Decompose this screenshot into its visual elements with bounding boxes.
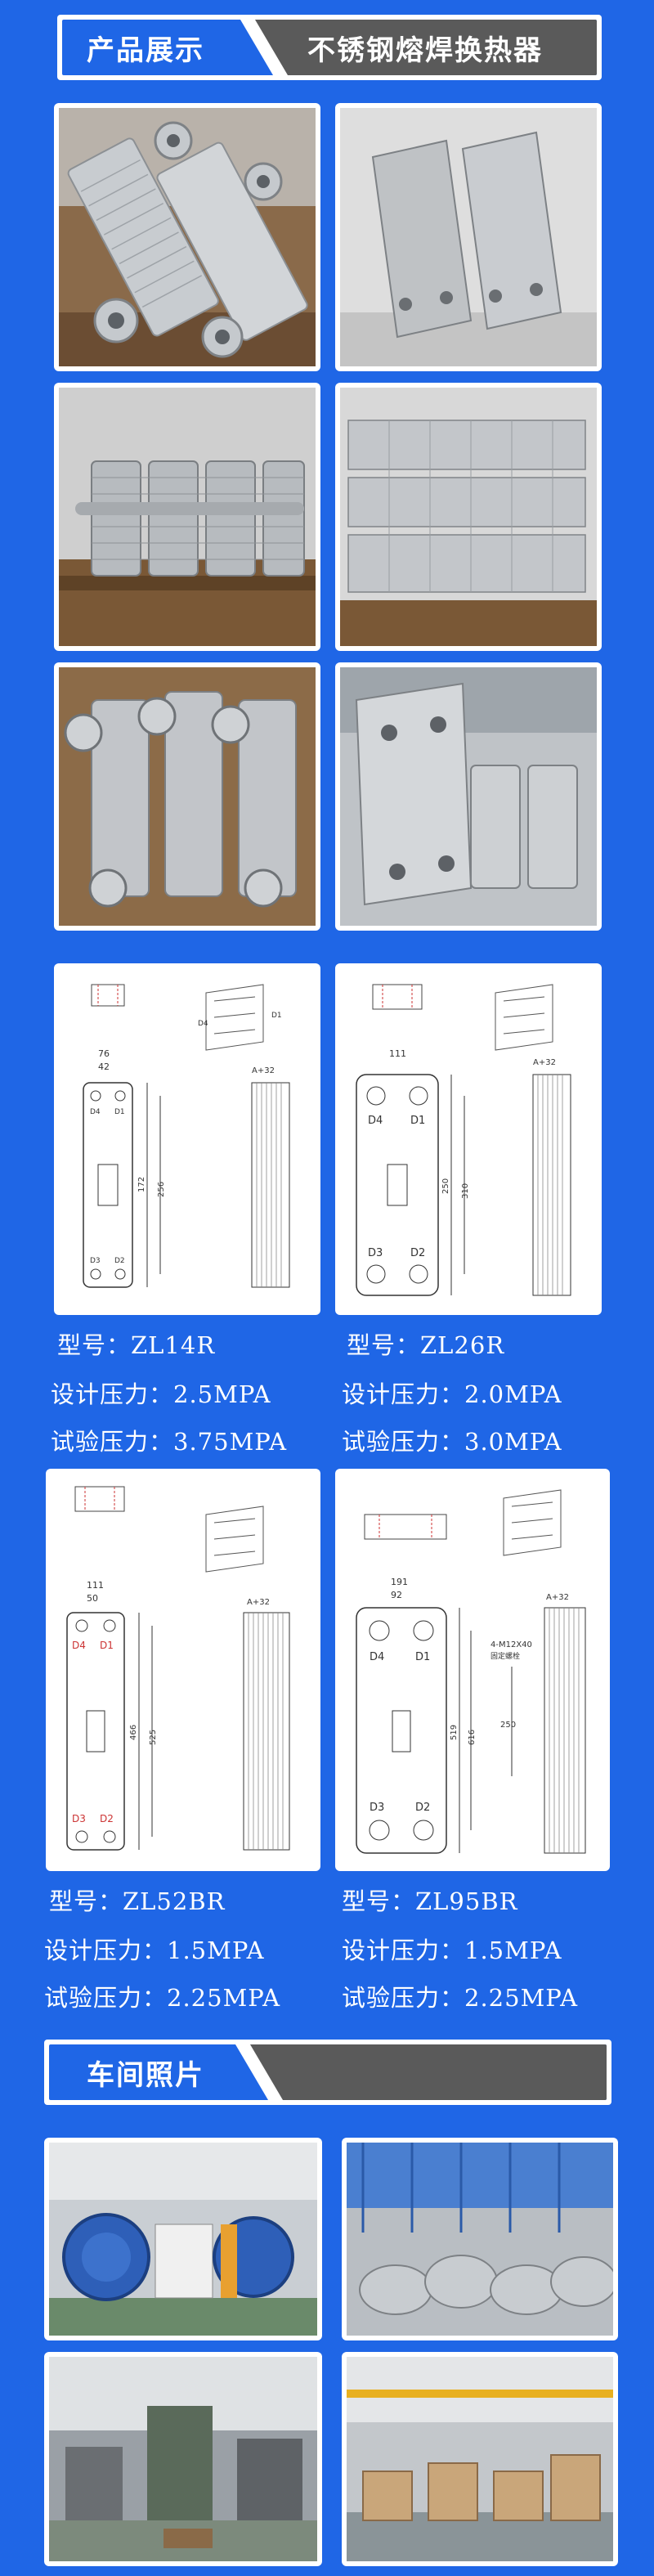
zl95br-bolt-note-2: 固定螺栓	[490, 1651, 520, 1661]
spec-label-design: 设计压力：	[342, 1936, 465, 1964]
zl26r-thickness: A+32	[533, 1058, 556, 1067]
zl14r-iso-port-d1: D1	[271, 1012, 282, 1020]
spec-label-design: 设计压力：	[342, 1380, 465, 1408]
spec-zl95br-test: 试验压力：2.25MPA	[342, 1979, 578, 2013]
zl14r-port-d3: D3	[90, 1257, 101, 1265]
zl14r-port-d2: D2	[114, 1257, 125, 1265]
spec-zl52br-design: 设计压力：1.5MPA	[44, 1932, 265, 1966]
spec-zl52br-test: 试验压力：2.25MPA	[44, 1979, 280, 2013]
spec-value-design: 1.5MPA	[167, 1936, 265, 1964]
zl95br-bolt-note: 4-M12X40	[490, 1640, 532, 1649]
spec-zl95br-model: 型号：ZL95BR	[342, 1883, 517, 1917]
zl52br-thickness: A+32	[247, 1598, 270, 1607]
zl14r-iso-port-d4: D4	[198, 1020, 208, 1028]
header-section-label: 产品展示	[87, 34, 204, 67]
drawing-zl52br: 111 50 D4 D1 D3 D2 466 525 A+32	[46, 1469, 320, 1871]
spec-value-design: 2.0MPA	[464, 1380, 562, 1408]
zl95br-port-spacing: 92	[391, 1590, 402, 1600]
zl95br-bolt-dim: 250	[500, 1721, 516, 1730]
zl52br-height-dim: 525	[149, 1730, 158, 1745]
spec-label-model: 型号：	[57, 1331, 132, 1359]
zl95br-port-d3: D3	[370, 1802, 384, 1814]
drawing-zl14r: D4 D1 76 42 D4 D1 D3 D2 172 256 A+32	[54, 963, 320, 1315]
zl26r-port-d2: D2	[410, 1247, 425, 1259]
spec-value-model: ZL26R	[420, 1331, 505, 1359]
zl14r-inner-dim: 172	[137, 1177, 146, 1192]
spec-zl26r-design: 设计压力：2.0MPA	[342, 1376, 562, 1410]
spec-label-design: 设计压力：	[44, 1936, 168, 1964]
spec-label-model: 型号：	[49, 1887, 123, 1915]
spec-label-test: 试验压力：	[342, 1428, 465, 1456]
zl26r-port-d1: D1	[410, 1115, 425, 1127]
spec-label-test: 试验压力：	[51, 1428, 174, 1456]
product-photo-plain-pair	[335, 103, 602, 371]
spec-label-model: 型号：	[347, 1331, 421, 1359]
zl14r-port-d1: D1	[114, 1108, 125, 1116]
workshop-photo-storage	[342, 2352, 618, 2566]
zl52br-port-d3: D3	[72, 1813, 86, 1824]
spec-label-design: 设计压力：	[51, 1380, 174, 1408]
zl14r-port-d4: D4	[90, 1108, 101, 1116]
drawing-zl95br: 191 92 D4 D1 D3 D2 519 616 4-M12X40 固定螺栓…	[335, 1469, 610, 1871]
zl14r-thickness: A+32	[252, 1066, 275, 1075]
zl26r-inner-dim: 250	[441, 1178, 450, 1194]
header-banner: 产品展示 不锈钢熔焊换热器	[57, 15, 602, 80]
product-photo-various	[335, 662, 602, 931]
zl95br-thickness: A+32	[546, 1593, 569, 1602]
zl26r-port-d4: D4	[368, 1115, 383, 1127]
product-photo-flanged-pair	[54, 103, 320, 371]
spec-value-test: 2.25MPA	[167, 1984, 281, 2012]
workshop-section-label: 车间照片	[87, 2058, 204, 2092]
zl52br-port-spacing: 50	[87, 1593, 98, 1604]
header-banner-inner: 产品展示 不锈钢熔焊换热器	[62, 20, 597, 75]
spec-zl26r-model: 型号：ZL26R	[347, 1326, 504, 1361]
workshop-banner-shape	[235, 2044, 607, 2100]
zl95br-port-d1: D1	[415, 1651, 430, 1663]
spec-value-model: ZL14R	[131, 1331, 216, 1359]
product-photo-pallet-flanged	[54, 383, 320, 651]
spec-zl52br-model: 型号：ZL52BR	[49, 1883, 225, 1917]
workshop-photo-plates	[342, 2138, 618, 2340]
spec-label-test: 试验压力：	[342, 1984, 465, 2012]
drawing-zl26r: 111 D4 D1 D3 D2 250 310 A+32	[335, 963, 602, 1315]
spec-zl26r-test: 试验压力：3.0MPA	[342, 1423, 562, 1457]
zl52br-width-dim: 111	[87, 1580, 104, 1591]
zl26r-width-dim: 111	[389, 1048, 406, 1059]
zl52br-port-d4: D4	[72, 1640, 86, 1651]
workshop-photo-hall	[44, 2352, 322, 2566]
spec-value-design: 2.5MPA	[173, 1380, 271, 1408]
zl14r-height-dim: 256	[157, 1182, 166, 1197]
zl95br-port-d4: D4	[370, 1651, 384, 1663]
zl26r-port-d3: D3	[368, 1247, 383, 1259]
workshop-photo-furnaces	[44, 2138, 322, 2340]
spec-zl14r-model: 型号：ZL14R	[57, 1326, 215, 1361]
zl52br-port-d2: D2	[100, 1813, 114, 1824]
spec-zl95br-design: 设计压力：1.5MPA	[342, 1932, 562, 1966]
zl95br-width-dim: 191	[391, 1577, 408, 1587]
zl95br-inner-dim: 519	[450, 1725, 459, 1740]
zl26r-height-dim: 310	[461, 1183, 470, 1199]
spec-value-test: 3.0MPA	[464, 1428, 562, 1456]
spec-value-test: 2.25MPA	[464, 1984, 579, 2012]
spec-label-model: 型号：	[342, 1887, 416, 1915]
zl52br-port-d1: D1	[100, 1640, 114, 1651]
zl14r-port-spacing: 42	[98, 1061, 110, 1072]
product-photo-stacked	[335, 383, 602, 651]
workshop-banner: 车间照片	[44, 2040, 611, 2105]
spec-zl14r-test: 试验压力：3.75MPA	[51, 1423, 287, 1457]
workshop-banner-inner: 车间照片	[49, 2044, 607, 2100]
spec-value-model: ZL95BR	[415, 1887, 518, 1915]
spec-zl14r-design: 设计压力：2.5MPA	[51, 1376, 271, 1410]
header-title: 不锈钢熔焊换热器	[307, 34, 543, 67]
zl95br-height-dim: 616	[468, 1730, 477, 1745]
spec-value-model: ZL52BR	[123, 1887, 226, 1915]
header-banner-shape	[240, 20, 597, 75]
zl95br-port-d2: D2	[415, 1802, 430, 1814]
zl52br-inner-dim: 466	[129, 1725, 138, 1740]
zl14r-width-dim: 76	[98, 1048, 110, 1059]
spec-value-test: 3.75MPA	[173, 1428, 288, 1456]
spec-value-design: 1.5MPA	[464, 1936, 562, 1964]
product-photo-flanged-table	[54, 662, 320, 931]
spec-label-test: 试验压力：	[44, 1984, 168, 2012]
